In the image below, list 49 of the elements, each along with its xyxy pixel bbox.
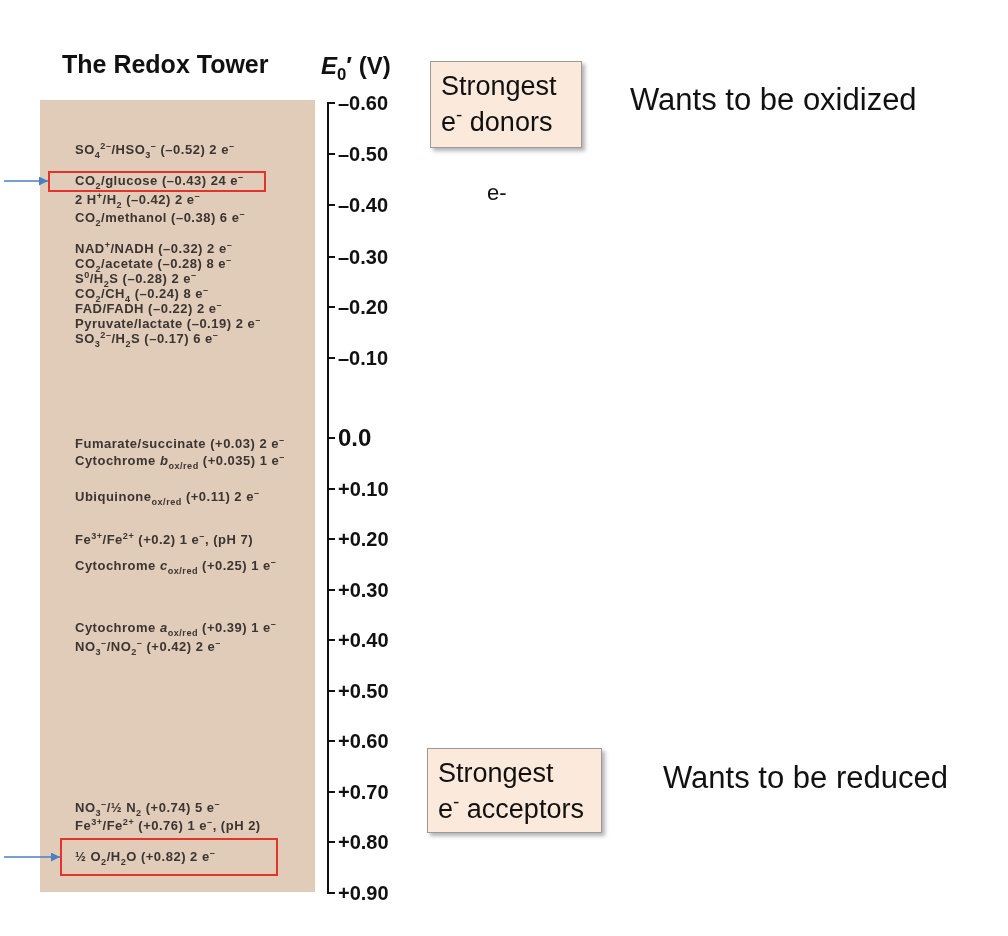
tick-label: +0.60 [338,729,389,753]
highlight-frame [60,838,278,876]
callout-box: Strongest e$^{-}$ acceptors [427,748,602,833]
diagram-title: The Redox Tower [62,49,269,79]
tick-label: –0.60 [338,91,389,115]
callout-box: Strongest e$^{-}$ donors [430,61,582,148]
couple-label: Cytochrome c$_{ox/red}$ (+0.25) 1 e$^{–}$ [75,558,277,573]
tick-label: –0.40 [338,193,389,217]
note-text: Wants to be reduced [663,759,948,797]
couple-label: S$^{0}$/H$_{2}$S (–0.28) 2 e$^{–}$ [75,271,197,286]
tick-label: +0.50 [338,679,389,703]
tick-label: –0.50 [338,142,389,166]
tick-label: –0.30 [338,245,389,269]
couple-label: Cytochrome b$_{ox/red}$ (+0.035) 1 e$^{–}$ [75,453,285,468]
tower-band [40,100,315,892]
tick-label: –0.20 [338,295,389,319]
couple-label: CO$_{2}$/acetate (–0.28) 8 e$^{–}$ [75,256,232,271]
couple-label: Fe$^{3+}$/Fe$^{2+}$ (+0.2) 1 e$^{–}$, (pH 7) [75,532,253,547]
couple-label: FAD/FADH (–0.22) 2 e$^{–}$ [75,301,223,316]
couple-label: Fumarate/succinate (+0.03) 2 e$^{–}$ [75,436,285,451]
electron-label: e- [487,179,507,207]
tick-label: +0.40 [338,628,389,652]
couple-label: Pyruvate/lactate (–0.19) 2 e$^{–}$ [75,316,261,331]
tick-label: +0.80 [338,830,389,854]
tick-label: +0.20 [338,527,389,551]
couple-label: CO$_{2}$/methanol (–0.38) 6 e$^{–}$ [75,210,245,225]
tick-label: –0.10 [338,346,389,370]
couple-label: NAD$^{+}$/NADH (–0.32) 2 e$^{–}$ [75,241,233,256]
tick-label: 0.0 [338,423,372,453]
tick-label: +0.90 [338,881,389,905]
couple-label: 2 H$^{+}$/H$_{2}$ (–0.42) 2 e$^{–}$ [75,192,201,207]
axis-title: E$_{0}$′ (V) [321,51,391,81]
couple-label: NO$_{3}$$^{–}$/NO$_{2}$$^{–}$ (+0.42) 2 e$^{–}$ [75,639,221,654]
couple-label: Fe$^{3+}$/Fe$^{2+}$ (+0.76) 1 e$^{–}$, (pH 2) [75,818,261,833]
tick-label: +0.10 [338,477,389,501]
arrow [3,176,49,186]
couple-label: CO$_{2}$/CH$_{4}$ (–0.24) 8 e$^{–}$ [75,286,209,301]
couple-label: CO$_{2}$/glucose (–0.43) 24 e$^{–}$ [75,173,244,188]
arrow [3,852,61,862]
couple-label: Cytochrome a$_{ox/red}$ (+0.39) 1 e$^{–}$ [75,620,277,635]
couple-label: ½ O$_{2}$/H$_{2}$O (+0.82) 2 e$^{–}$ [75,849,216,864]
note-text: Wants to be oxidized [630,81,917,119]
couple-label: Ubiquinone$_{ox/red}$ (+0.11) 2 e$^{–}$ [75,489,260,504]
couple-label: SO$_{3}$$^{2–}$/H$_{2}$S (–0.17) 6 e$^{–}$ [75,331,219,346]
tick-label: +0.70 [338,780,389,804]
couple-label: SO$_{4}$$^{2–}$/HSO$_{3}$$^{–}$ (–0.52) 2 e$^{–}$ [75,142,235,157]
couple-label: NO$_{3}$$^{–}$/½ N$_{2}$ (+0.74) 5 e$^{–}$ [75,800,221,815]
tick-label: +0.30 [338,578,389,602]
highlight-frame [48,171,266,192]
